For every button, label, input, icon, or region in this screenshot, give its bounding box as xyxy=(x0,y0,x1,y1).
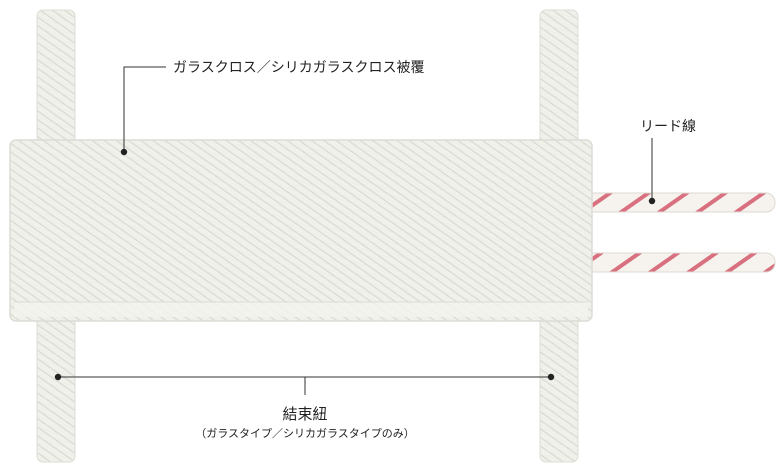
tie-string-note: （ガラスタイプ／シリカガラスタイプのみ） xyxy=(195,427,415,440)
lead-wire-bottom xyxy=(584,252,776,273)
lead-wire-leader xyxy=(648,138,656,205)
tie-string-leader xyxy=(54,373,555,395)
lead-wire-label: リード線 xyxy=(640,119,696,135)
cover-label: ガラスクロス／シリカガラスクロス被覆 xyxy=(173,60,425,76)
tie-string-right-top xyxy=(539,9,579,146)
cover-leader xyxy=(120,66,166,156)
tie-string-label: 結束紐 xyxy=(282,405,328,423)
glass-cloth-cover xyxy=(9,139,593,322)
tie-string-left-bottom xyxy=(36,311,76,463)
lead-wire-top xyxy=(584,192,776,213)
tie-string-left-top xyxy=(36,9,76,146)
